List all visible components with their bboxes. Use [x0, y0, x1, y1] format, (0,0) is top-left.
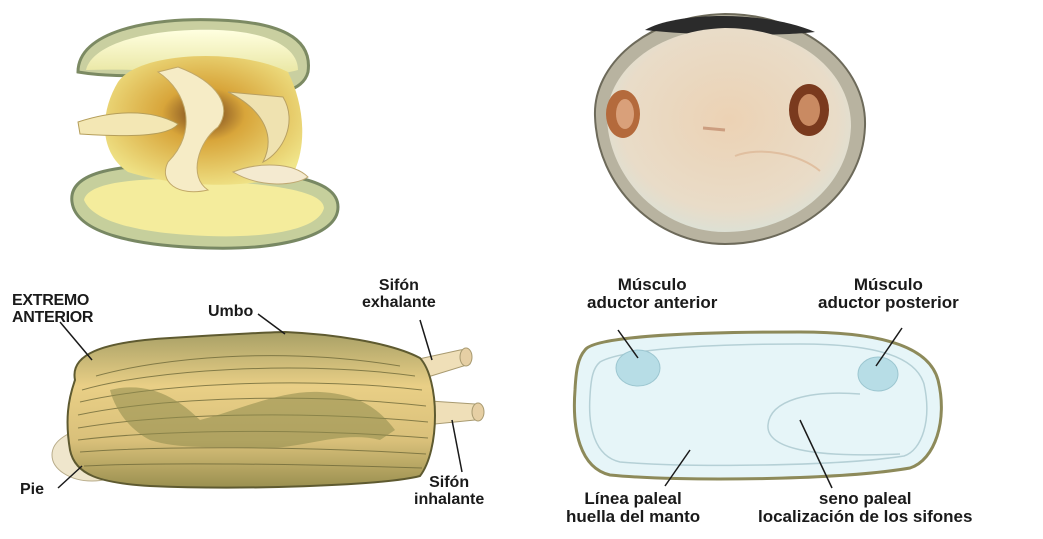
label-musculo-aductor-anterior: Músculo aductor anterior [587, 276, 717, 312]
label-sifon-exhalante: Sifón exhalante [362, 278, 436, 312]
leader-sifon-inhalante [452, 420, 462, 472]
label-extremo-anterior: EXTREMO ANTERIOR [12, 293, 93, 327]
label-sifon-inhalante: Sifón inhalante [414, 475, 484, 509]
label-umbo: Umbo [208, 304, 253, 321]
leader-sifon-exhalante [420, 320, 432, 360]
label-pie: Pie [20, 482, 44, 499]
label-linea-paleal: Línea paleal huella del manto [566, 490, 700, 526]
valve-interior-photo [585, 6, 875, 251]
leader-extremo-anterior [60, 322, 92, 360]
label-seno-paleal: seno paleal localización de los sifones [758, 490, 972, 526]
leader-umbo [258, 314, 285, 334]
open-clam-photo [58, 12, 348, 252]
adductor-anterior-scar [616, 350, 660, 386]
valve-interior-illustration [560, 310, 960, 490]
label-musculo-aductor-posterior: Músculo aductor posterior [818, 276, 959, 312]
